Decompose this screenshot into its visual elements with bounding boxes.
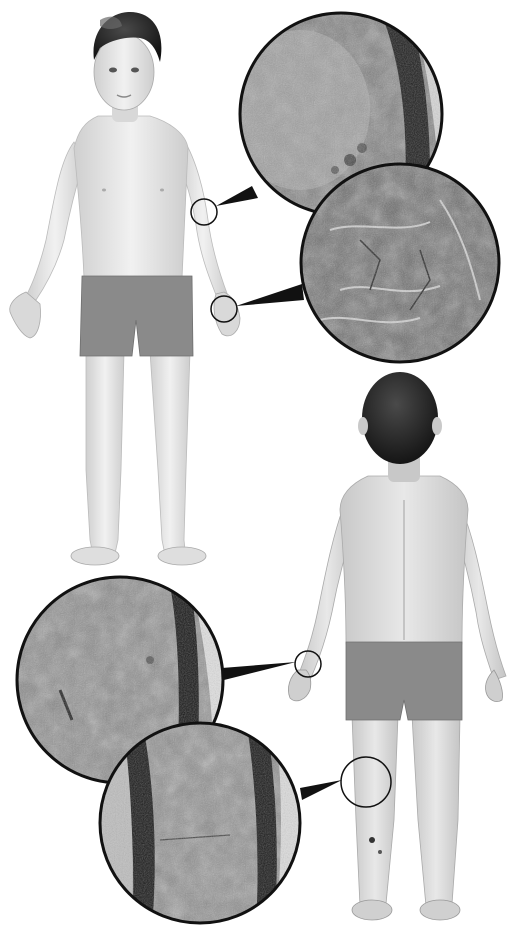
front-left-leg [86,352,124,560]
pointer-front-lower [236,284,304,306]
back-head [362,372,438,464]
back-left-leg [352,716,398,906]
pointer-back-upper [222,662,296,680]
front-right-eye [131,68,139,73]
back-right-foot [420,900,460,920]
front-view-figure [10,12,240,565]
front-left-eye [109,68,117,73]
front-right-leg [150,352,190,560]
back-leg-lesion [378,850,382,854]
front-torso [74,116,188,278]
pointer-front-upper [216,186,258,206]
front-left-nipple [102,189,106,192]
front-shorts [80,276,193,356]
front-right-nipple [160,189,164,192]
front-right-foot [158,547,206,565]
pointer-back-lower [300,780,342,800]
front-left-foot [71,547,119,565]
back-leg-lesion [369,837,375,843]
magnifier-inset-back-lower [98,720,303,925]
back-right-leg [412,716,460,906]
back-right-ear [432,417,442,435]
back-left-foot [352,900,392,920]
back-view-figure [288,372,506,920]
back-left-ear [358,417,368,435]
back-shorts [346,642,462,720]
